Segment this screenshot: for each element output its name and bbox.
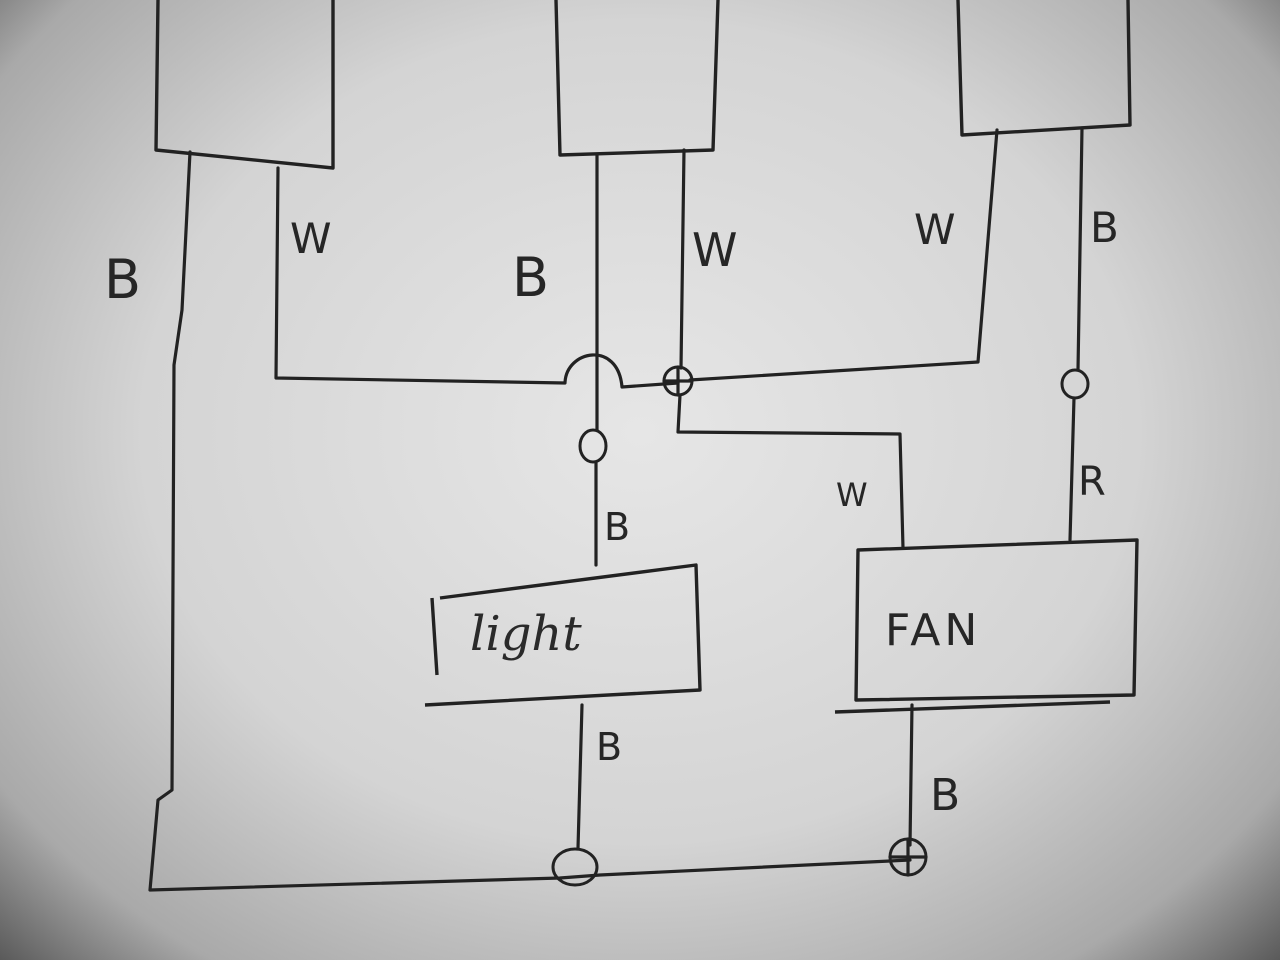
- label-middle-white: W: [692, 223, 737, 277]
- right-white-wire: [688, 128, 999, 382]
- label-middle-black: B: [512, 246, 549, 309]
- fan-red-wire: [1068, 396, 1076, 542]
- label-fan-red: R: [1078, 459, 1106, 505]
- label-right-black: B: [1090, 203, 1119, 252]
- fan-white-wire: [676, 393, 905, 550]
- light-return-wire: [576, 703, 584, 850]
- right-black-wire: [1076, 126, 1084, 372]
- light-box: [424, 563, 702, 707]
- left-black-wire: [148, 150, 912, 892]
- right-switch-box: [956, 0, 1132, 137]
- label-fan-white: W: [836, 476, 868, 514]
- left-white-wire: [274, 166, 680, 389]
- junction-bottom-middle: [551, 847, 599, 887]
- label-light-supply: B: [604, 505, 630, 549]
- fan-return-wire: [908, 703, 914, 847]
- junction-upper-middle: [662, 365, 694, 397]
- label-light-return: B: [596, 725, 622, 769]
- label-fan-return: B: [930, 770, 960, 821]
- light-connector: [578, 428, 608, 464]
- fan-label: FAN: [885, 605, 981, 656]
- label-left-white: W: [290, 214, 332, 263]
- middle-white-wire: [679, 148, 686, 370]
- label-right-white: W: [914, 205, 956, 254]
- red-connector: [1060, 368, 1090, 400]
- label-left-black: B: [104, 248, 141, 311]
- junction-bottom-right: [888, 837, 928, 877]
- left-switch-box: [154, 0, 335, 170]
- fan-box: [834, 538, 1139, 714]
- light-label: light: [470, 606, 582, 662]
- middle-switch-box: [554, 0, 720, 157]
